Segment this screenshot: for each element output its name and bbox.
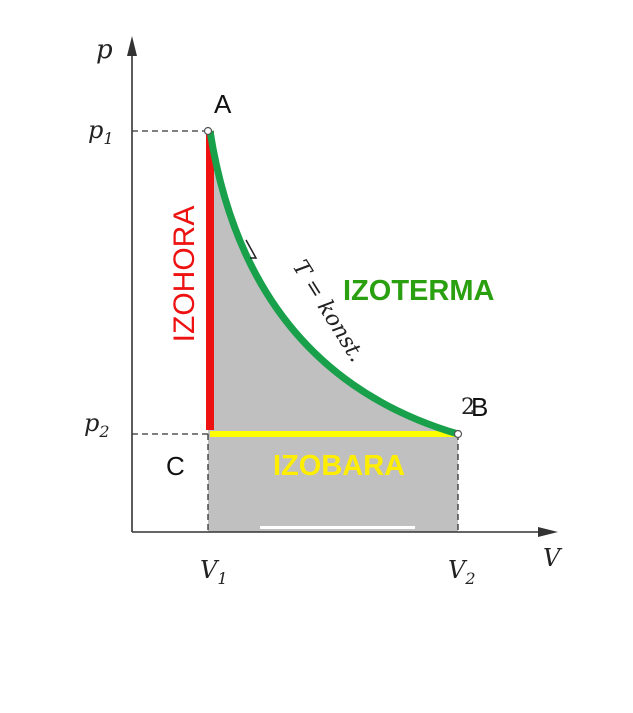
point-a-marker (203, 126, 213, 136)
p1-tick-label: p1 (88, 116, 114, 148)
isochore-label: IZOHORA (168, 206, 201, 343)
point-a-label: A (214, 89, 232, 119)
direction-arrow-icon (245, 239, 258, 259)
x-axis-label: V (543, 544, 563, 572)
point-b-label: B (471, 392, 488, 422)
x-axis-arrow-icon (538, 527, 558, 537)
point-b-small-label: 2 (461, 395, 475, 420)
baseline-highlight (260, 526, 415, 529)
v1-tick-label: V1 (200, 556, 228, 588)
y-axis-label: p (96, 35, 113, 65)
point-c-label: C (166, 451, 185, 481)
v2-tick-label: V2 (448, 556, 476, 588)
y-axis-arrow-icon (127, 36, 137, 56)
point-b-marker (453, 429, 463, 439)
isotherm-label: IZOTERMA (343, 275, 494, 307)
isobar-label: IZOBARA (273, 450, 405, 482)
isotherm-curve (206, 130, 459, 438)
p2-tick-label: p2 (84, 409, 110, 441)
